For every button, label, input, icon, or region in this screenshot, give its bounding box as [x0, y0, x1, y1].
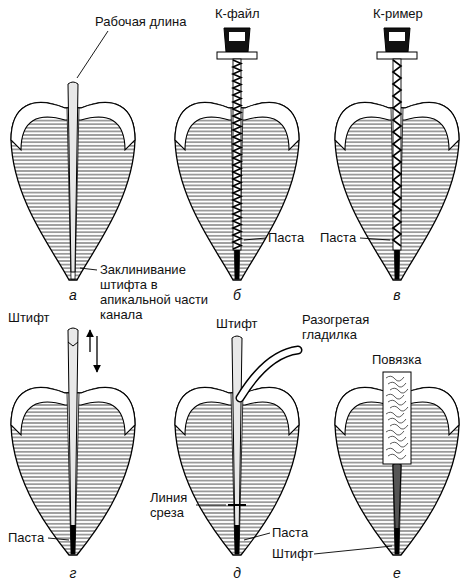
gutta-percha-pin — [68, 82, 78, 272]
cut-line — [228, 504, 246, 506]
part-label: Штифт — [8, 310, 50, 325]
instrument-shaft — [393, 59, 401, 250]
panel-letter: а — [69, 288, 77, 303]
leader-line — [360, 238, 390, 240]
instrument-handle — [224, 28, 250, 52]
part-label: Штифт — [272, 546, 314, 561]
dressing — [383, 372, 411, 464]
instrument-twist — [393, 60, 401, 246]
leader-line — [196, 505, 226, 506]
leader-line — [80, 268, 97, 270]
part-label: Паста — [268, 230, 304, 245]
part-label: Заклинивание штифта в апикальной части к… — [100, 262, 212, 322]
part-label: К-ример — [373, 6, 423, 21]
panel-letter: д — [233, 566, 241, 581]
instrument-shaft — [233, 59, 241, 250]
part-label: К-файл — [215, 6, 260, 21]
leader-line — [48, 538, 69, 540]
gutta-percha-pin — [68, 328, 78, 540]
part-label: Разогретая гладилка — [302, 312, 402, 342]
part-label: Паста — [272, 525, 308, 540]
move-arrow — [96, 336, 97, 372]
part-label: Паста — [8, 530, 44, 545]
leader-line — [244, 533, 270, 540]
instrument-twist — [233, 60, 241, 249]
leader-line — [244, 238, 266, 240]
part-label: Штифт — [216, 316, 258, 331]
part-label: Повязка — [372, 352, 422, 367]
heated-instrument-core — [240, 350, 298, 398]
gutta-percha-pin — [232, 336, 242, 540]
leader-line — [77, 31, 108, 78]
heated-instrument — [240, 350, 298, 398]
handle-window — [229, 32, 245, 41]
panel-letter: г — [70, 566, 77, 581]
panel-letter: б — [233, 288, 241, 303]
leader-line — [314, 546, 392, 554]
handle-window — [389, 32, 405, 41]
stopper — [217, 52, 257, 59]
stopper — [377, 52, 417, 59]
panel-letter: е — [393, 566, 401, 581]
instrument-handle — [384, 28, 410, 52]
part-label: Рабочая длина — [95, 14, 186, 29]
panel-letter: в — [393, 288, 400, 303]
paste — [394, 528, 399, 554]
dressing-fibres — [386, 376, 408, 459]
paste — [70, 525, 75, 554]
paste — [234, 525, 239, 554]
pin-notch — [68, 342, 78, 346]
move-arrow — [89, 330, 90, 352]
part-label: Линия среза — [150, 490, 194, 520]
part-label: Паста — [320, 230, 356, 245]
